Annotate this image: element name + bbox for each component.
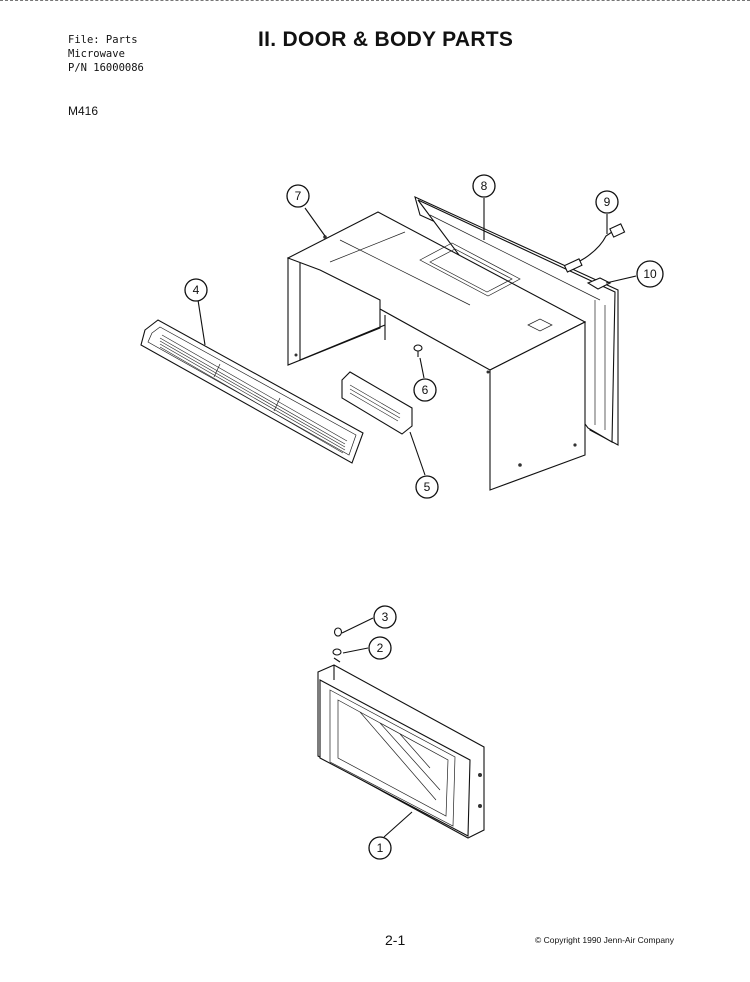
callout-1: 1 bbox=[368, 836, 392, 860]
callout-2: 2 bbox=[368, 636, 392, 660]
door-part bbox=[317, 664, 485, 839]
callout-5: 5 bbox=[415, 475, 439, 499]
svg-text:2: 2 bbox=[377, 641, 384, 655]
part-number-line: P/N 16000086 bbox=[68, 62, 144, 74]
bracket-part bbox=[341, 371, 413, 435]
callout-8: 8 bbox=[472, 174, 496, 198]
svg-text:1: 1 bbox=[377, 841, 384, 855]
clip-part bbox=[586, 277, 612, 290]
callout-3: 3 bbox=[373, 605, 397, 629]
vent-grille-part bbox=[140, 319, 364, 464]
svg-text:9: 9 bbox=[604, 195, 611, 209]
top-edge-line bbox=[0, 0, 750, 3]
page-number: 2-1 bbox=[385, 932, 406, 948]
svg-text:10: 10 bbox=[643, 267, 657, 281]
svg-text:4: 4 bbox=[193, 283, 200, 297]
product-line: Microwave bbox=[68, 48, 125, 60]
hinge-hardware-part bbox=[332, 627, 343, 663]
file-info: File: Parts Microwave P/N 16000086 bbox=[68, 33, 144, 75]
svg-text:6: 6 bbox=[422, 383, 429, 397]
cabinet-body-part bbox=[286, 211, 587, 491]
copyright-notice: © Copyright 1990 Jenn-Air Company bbox=[535, 935, 675, 945]
svg-text:3: 3 bbox=[382, 610, 389, 624]
model-number: M416 bbox=[68, 104, 99, 118]
callout-10: 10 bbox=[636, 260, 664, 288]
callout-4: 4 bbox=[184, 278, 208, 302]
file-line: File: Parts bbox=[68, 34, 138, 46]
callout-9: 9 bbox=[595, 190, 619, 214]
page-title: II. DOOR & BODY PARTS bbox=[258, 28, 514, 51]
callout-6: 6 bbox=[413, 378, 437, 402]
screw-part bbox=[413, 344, 423, 357]
svg-text:5: 5 bbox=[424, 480, 431, 494]
leader-lines bbox=[197, 198, 637, 838]
svg-text:8: 8 bbox=[481, 179, 488, 193]
svg-text:7: 7 bbox=[295, 189, 302, 203]
callout-7: 7 bbox=[286, 184, 310, 208]
power-cord-part bbox=[563, 223, 626, 273]
